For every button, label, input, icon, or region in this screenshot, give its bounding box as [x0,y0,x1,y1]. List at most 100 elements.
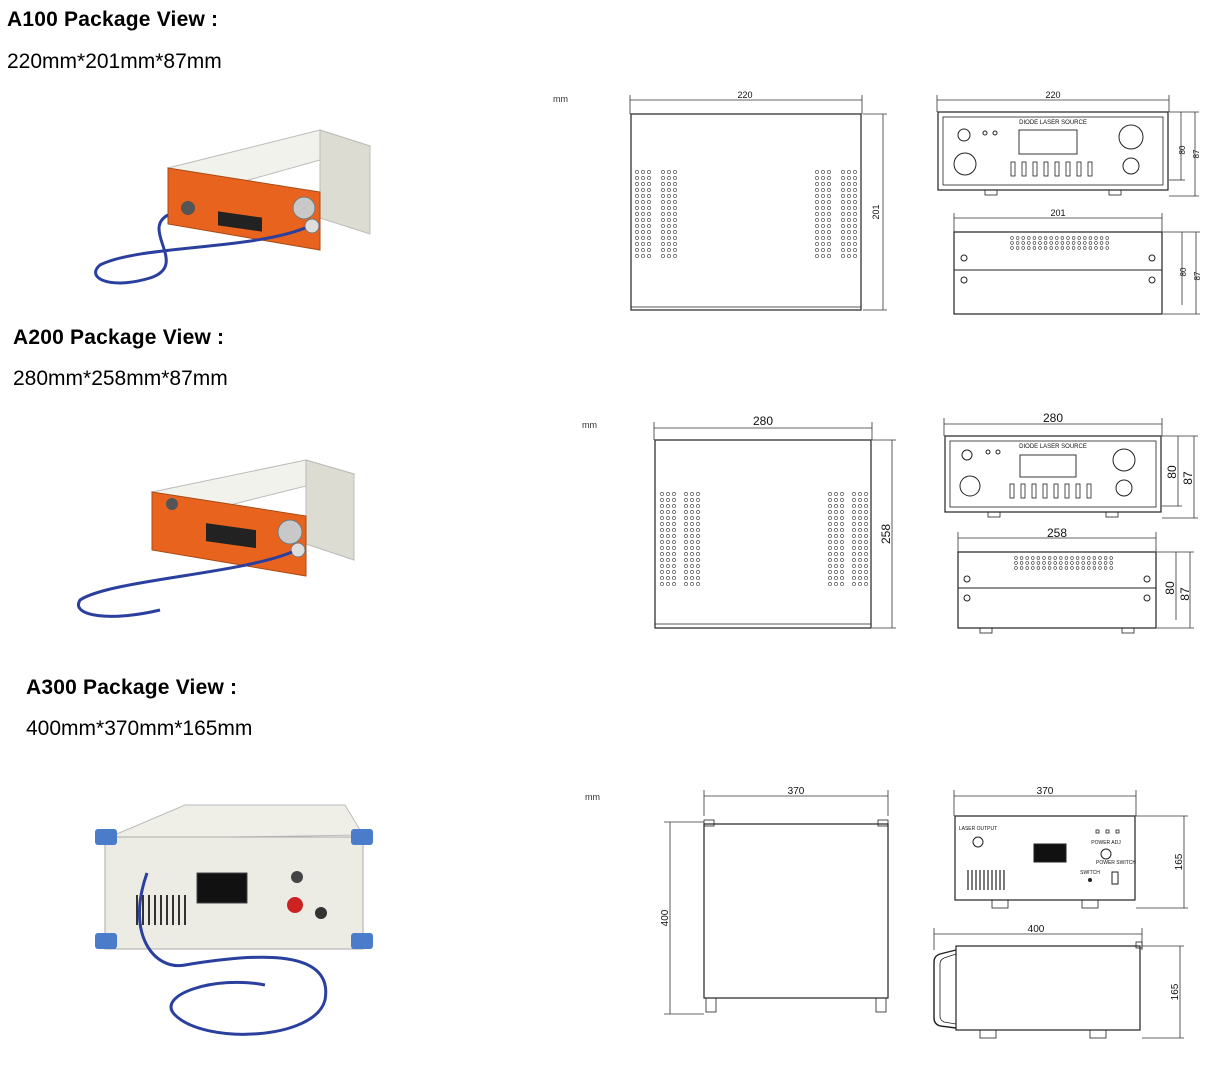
vent-hole [853,218,857,222]
vent-hole [641,254,645,258]
vent-hole [635,182,639,186]
vent-hole [667,188,671,192]
vent-hole [660,534,664,538]
vent-hole [661,176,665,180]
vent-hole [847,182,851,186]
vent-hole [666,510,670,514]
vent-hole [684,498,688,502]
vent-hole [696,510,700,514]
vent-hole [1019,561,1024,565]
vent-hole [1021,241,1025,245]
vent-hole [1094,241,1098,245]
vent-hole [690,570,694,574]
vent-hole [828,516,832,520]
a100-top-width-label: 220 [737,90,752,100]
vent-hole [647,194,651,198]
vent-hole [1071,236,1076,240]
vent-hole [1099,236,1104,240]
vent-hole [858,570,862,574]
vent-hole [1109,556,1113,560]
vent-hole [1025,561,1029,565]
vent-hole [661,194,665,198]
vent-hole [690,504,694,508]
vent-hole [858,498,862,502]
vent-hole [1010,241,1014,245]
vent-hole [1071,246,1076,250]
vent-hole [635,236,639,240]
vent-hole [690,492,694,496]
vent-hole [828,522,832,526]
vent-hole [1038,246,1042,250]
a100-product-photo [94,129,372,285]
vent-hole [815,224,819,228]
vent-hole [1105,236,1109,240]
vent-hole [1036,561,1041,565]
vent-hole [1070,556,1074,560]
vent-hole [1070,561,1074,565]
vent-hole [834,546,838,550]
vent-hole [673,254,677,258]
vent-hole [1027,246,1031,250]
vent-hole [1014,566,1018,570]
vent-hole [641,212,645,216]
vent-hole [853,194,857,198]
a300-side-width-label: 400 [1028,924,1045,935]
vent-hole [660,498,664,502]
vent-hole [641,176,645,180]
vent-hole [660,516,664,520]
vent-hole [852,564,856,568]
vent-hole [1105,246,1109,250]
vent-hole [690,498,694,502]
a300-dimensions: 400mm*370mm*165mm [26,717,253,740]
vent-hole [684,570,688,574]
vent-hole [864,534,868,538]
vent-hole [1098,556,1102,560]
a200-top-vents [660,492,868,586]
a200-front-h1-label: 80 [1165,465,1179,479]
vent-hole [666,528,670,532]
vent-hole [647,230,651,234]
vent-hole [1032,236,1037,240]
vent-hole [641,218,645,222]
vent-hole [840,528,844,532]
vent-hole [660,576,664,580]
vent-hole [828,492,832,496]
vent-hole [840,492,844,496]
vent-hole [660,552,664,556]
vent-hole [821,212,825,216]
vent-hole [858,582,862,586]
a200-panel-title: DIODE LASER SOURCE [1019,444,1087,450]
vent-hole [672,546,676,550]
vent-hole [660,564,664,568]
vent-hole [684,546,688,550]
vent-hole [828,540,832,544]
vent-hole [1077,246,1081,250]
vent-hole [672,492,676,496]
vent-hole [840,552,844,556]
vent-hole [852,498,856,502]
vent-hole [1060,236,1065,240]
vent-hole [840,498,844,502]
vent-hole [635,230,639,234]
vent-hole [841,194,845,198]
vent-hole [853,230,857,234]
a100-side-h2-label: 87 [1193,271,1202,280]
vent-hole [661,248,665,252]
vent-hole [661,242,665,246]
vent-hole [834,582,838,586]
vent-hole [828,510,832,514]
vent-hole [841,170,845,174]
vent-hole [815,230,819,234]
vent-hole [1075,561,1080,565]
vent-hole [673,242,677,246]
vent-hole [696,498,700,502]
vent-hole [673,188,677,192]
vent-hole [834,492,838,496]
vent-hole [1031,566,1035,570]
a200-side-vents [1014,556,1113,570]
a100-side-h1-label: 80 [1179,267,1188,276]
vent-hole [858,546,862,550]
vent-hole [1042,561,1046,565]
a300-front-view-drawing: 370 LASER OUTPUT POWER ADJ SWITCH POWER … [953,786,1188,909]
vent-hole [847,242,851,246]
